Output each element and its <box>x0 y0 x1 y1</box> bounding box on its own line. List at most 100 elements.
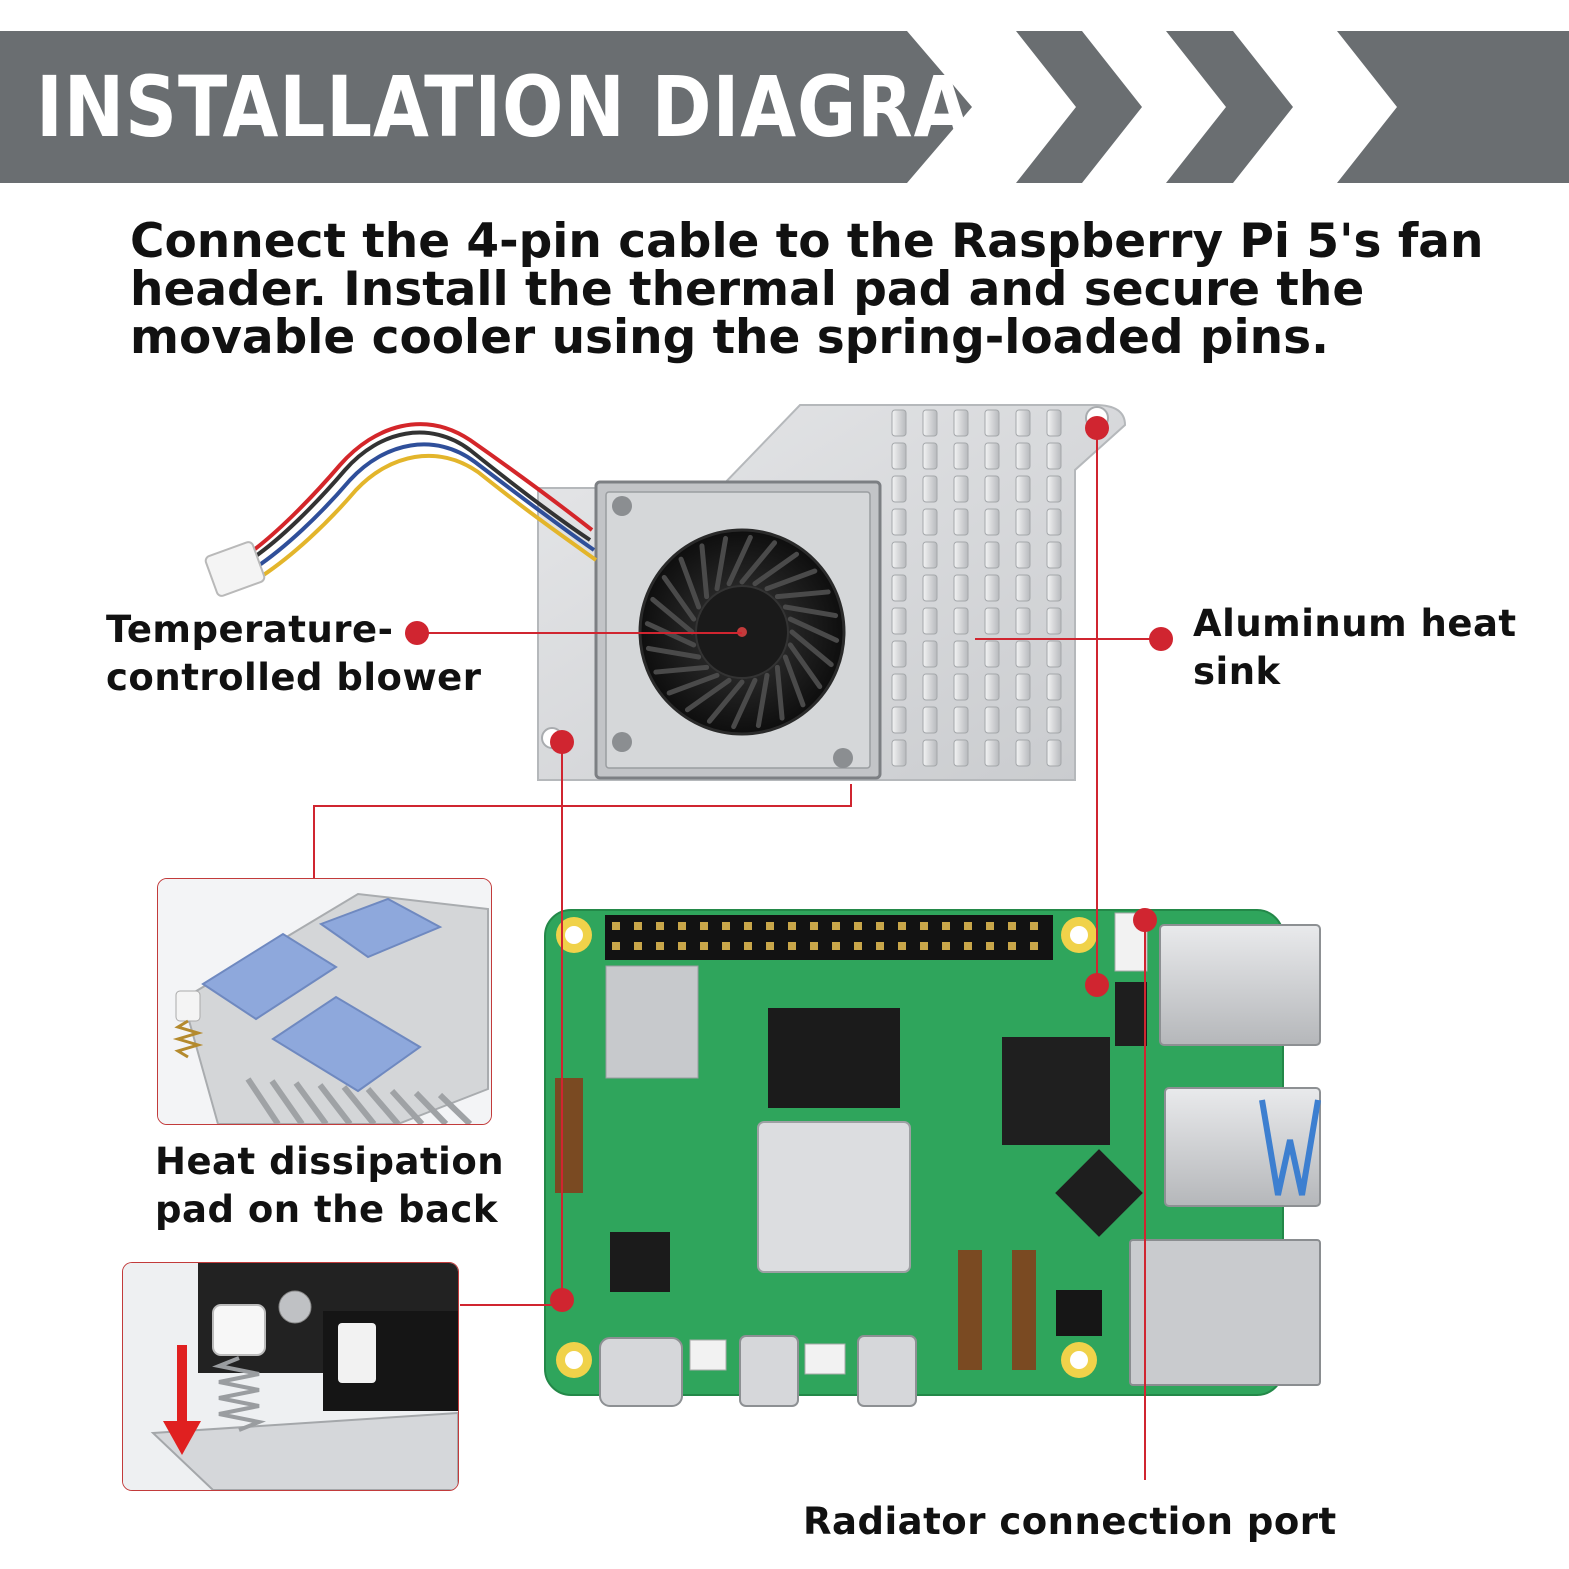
battery-connector <box>1115 982 1147 1046</box>
heat-sink-fin <box>984 607 1000 635</box>
callout-lines <box>313 428 1161 1480</box>
ram-chip <box>768 1008 900 1108</box>
gpio-pin <box>964 942 972 950</box>
heat-sink-fin <box>984 640 1000 668</box>
heat-sink-fin <box>1046 508 1062 536</box>
gpio-pin <box>766 942 774 950</box>
gpio-pin <box>1030 942 1038 950</box>
hdmi-port <box>739 1335 799 1407</box>
usb-c-port <box>599 1337 683 1407</box>
callout-heat-sink-line-2: sink <box>1193 650 1281 693</box>
heat-sink-dot <box>1149 627 1173 651</box>
heat-sink-fin <box>1046 442 1062 470</box>
fan-blade <box>787 642 823 690</box>
callout-pad-line-2: pad on the back <box>155 1188 498 1231</box>
heat-sink-fin <box>953 673 969 701</box>
fan-header-dot <box>1133 908 1157 932</box>
heat-sink-fin <box>1015 541 1031 569</box>
spring-pin-icon <box>175 990 201 1022</box>
heat-sink-fin <box>891 508 907 536</box>
gpio-pin <box>986 922 994 930</box>
inset-fin <box>437 1092 473 1124</box>
blower-dot <box>405 621 429 645</box>
fan-blade <box>653 664 710 675</box>
rp1-chip <box>1002 1037 1110 1145</box>
mount-dot <box>1085 416 1109 440</box>
heat-sink-fin <box>922 574 938 602</box>
fan-blades <box>644 534 840 730</box>
heat-sink-fin <box>1046 706 1062 734</box>
uart-connector <box>804 1343 846 1375</box>
gpio-pin <box>1030 922 1038 930</box>
instructions-line-1: Connect the 4-pin cable to the Raspberry… <box>130 214 1484 269</box>
board-hole-dot <box>1085 973 1109 997</box>
heat-sink-fin <box>922 673 938 701</box>
inset-fin <box>341 1085 377 1124</box>
thermal-pad <box>201 932 338 1021</box>
banner-chevron-3 <box>1337 31 1569 183</box>
heat-sink-fin <box>953 640 969 668</box>
fan-blade <box>666 672 720 696</box>
gpio-pin <box>832 942 840 950</box>
gpio-pin <box>700 942 708 950</box>
heat-sink-fin <box>922 607 938 635</box>
spring-pin-art <box>123 1263 458 1490</box>
heat-sink-fin <box>984 574 1000 602</box>
fan-blade <box>699 543 710 600</box>
rtc-connector <box>689 1339 727 1371</box>
csi-connector <box>958 1250 982 1370</box>
blower-fan <box>594 480 882 780</box>
heat-sink-fin <box>922 409 938 437</box>
gpio-pin <box>700 922 708 930</box>
heat-sink-fin <box>953 409 969 437</box>
heat-sink-fin <box>891 640 907 668</box>
callout-heat-sink: Aluminum heat sink <box>1193 600 1517 696</box>
header-banner: INSTALLATION DIAGRAM <box>0 0 1569 200</box>
heat-sink-fin <box>891 475 907 503</box>
gpio-header <box>605 915 1053 960</box>
inset-fin <box>293 1081 329 1124</box>
fan-blade <box>726 534 753 587</box>
gpio-pins <box>612 922 1038 950</box>
fan-blade <box>731 677 758 730</box>
fan-blade <box>706 679 745 724</box>
fan-blade <box>661 574 697 622</box>
heat-sink-fin <box>984 673 1000 701</box>
usb2-port <box>1159 924 1321 1046</box>
callout-blower-line-2: controlled blower <box>106 656 482 699</box>
heat-sink-fin <box>984 541 1000 569</box>
gpio-pin <box>656 942 664 950</box>
screw-icon <box>612 732 632 752</box>
hdmi-port <box>857 1335 917 1407</box>
gpio-pin <box>876 922 884 930</box>
fan-blade <box>739 540 778 585</box>
fan-blade <box>752 551 800 587</box>
spring-pin-inset <box>122 1262 459 1491</box>
gpio-pin <box>678 942 686 950</box>
heat-sink-fin <box>1015 640 1031 668</box>
fan-blade <box>774 664 785 721</box>
heat-sink-fin <box>1015 739 1031 767</box>
fan-blade <box>678 556 702 610</box>
heat-sink-fin <box>891 607 907 635</box>
gpio-pin <box>898 922 906 930</box>
gpio-pin <box>634 942 642 950</box>
callout-heat-sink-line-1: Aluminum heat <box>1193 602 1517 645</box>
heat-sink-fin <box>1046 574 1062 602</box>
inset-fin <box>317 1083 353 1124</box>
heat-sink-fin <box>953 607 969 635</box>
heat-sink-fins <box>891 409 1062 767</box>
heat-sink-fin <box>1015 442 1031 470</box>
gpio-pin <box>942 942 950 950</box>
heat-sink-fin <box>1046 409 1062 437</box>
fan-blade <box>782 654 806 708</box>
usb3-port <box>1164 1087 1321 1207</box>
instructions-text: Connect the 4-pin cable to the Raspberry… <box>130 218 1510 362</box>
screw-icon <box>612 496 632 516</box>
heat-sink-fin <box>984 475 1000 503</box>
heat-sink-fin <box>984 706 1000 734</box>
soc-chip <box>757 1121 911 1273</box>
heat-sink-fin <box>1046 541 1062 569</box>
fan-blade <box>789 629 834 668</box>
heat-sink-fin <box>1046 607 1062 635</box>
